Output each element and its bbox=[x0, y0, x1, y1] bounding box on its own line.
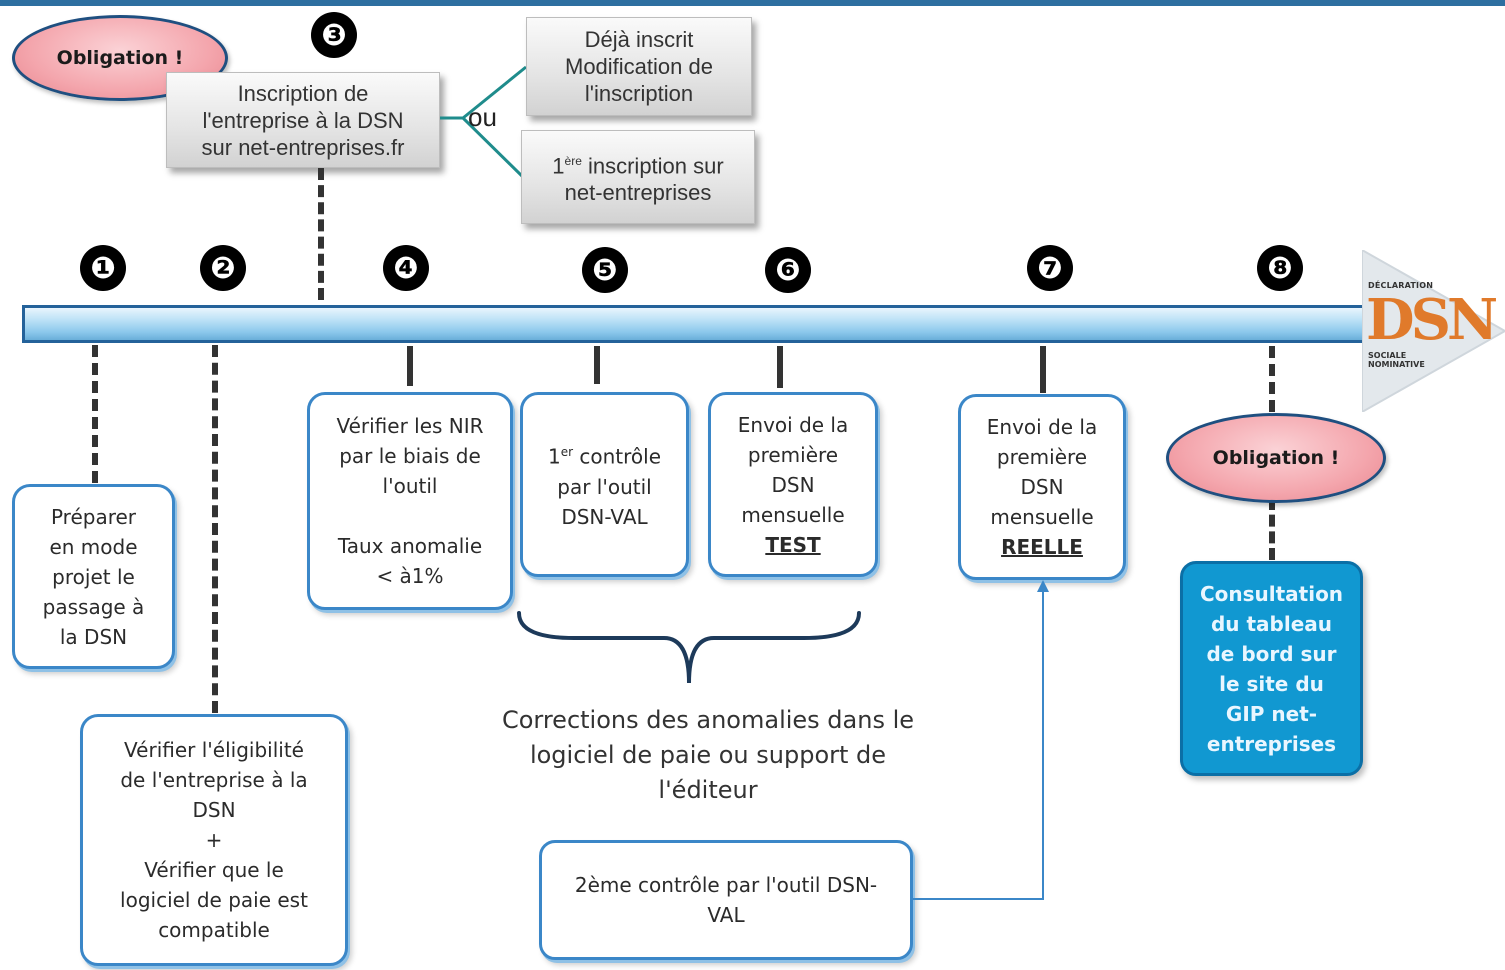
step-8-line: du tableau bbox=[1210, 611, 1333, 636]
step-7-real-label: REELLE bbox=[1001, 535, 1083, 559]
step-3-connector bbox=[318, 168, 324, 300]
second-check-box: 2ème contrôle par l'outil DSN- VAL bbox=[539, 840, 913, 960]
step-2-line: Vérifier que le bbox=[144, 858, 284, 882]
step-1-box: Préparer en mode projet le passage à la … bbox=[12, 484, 175, 669]
step-1-line: passage à bbox=[42, 594, 145, 619]
corrections-line: Corrections des anomalies dans le bbox=[501, 706, 915, 734]
step-4-number: ❹ bbox=[383, 245, 429, 291]
step-6-line: première bbox=[747, 442, 839, 467]
corrections-line: logiciel de paie ou support de bbox=[529, 741, 887, 769]
step-5-number: ❺ bbox=[582, 247, 628, 293]
step-6-test-label: TEST bbox=[765, 532, 821, 557]
corrections-line: l'éditeur bbox=[658, 776, 758, 804]
step-6-connector bbox=[777, 346, 783, 388]
step-8-number: ❽ bbox=[1257, 245, 1303, 291]
step-4-line: Vérifier les NIR bbox=[336, 414, 484, 438]
step-4-box: Vérifier les NIR par le biais de l'outil… bbox=[307, 392, 513, 610]
option-a-line-1: Déjà inscrit bbox=[584, 27, 694, 52]
step-5-line-1: 1er contrôle bbox=[547, 444, 662, 469]
step-1-line: en mode bbox=[49, 534, 138, 559]
step-8-line: GIP net- bbox=[1225, 701, 1318, 726]
step-3-line-1: Inscription de bbox=[237, 80, 369, 106]
or-label: ou bbox=[468, 102, 497, 132]
logo-top-text: DÉCLARATION bbox=[1368, 281, 1434, 290]
step-8-line: Consultation bbox=[1199, 581, 1344, 606]
step-3-line-3: sur net-entreprises.fr bbox=[201, 134, 405, 160]
step-8-line: le site du bbox=[1219, 671, 1324, 696]
step-6-line: mensuelle bbox=[741, 502, 845, 527]
step-5-box: 1er contrôle par l'outil DSN-VAL bbox=[520, 392, 689, 577]
step-8-line: de bord sur bbox=[1206, 641, 1337, 666]
step-1-line: Préparer bbox=[50, 504, 137, 529]
step-6-number: ❻ bbox=[765, 247, 811, 293]
step-1-connector bbox=[92, 345, 98, 483]
step-7-line: mensuelle bbox=[990, 505, 1094, 529]
step-1-line: la DSN bbox=[59, 624, 128, 649]
step-2-connector bbox=[212, 345, 218, 713]
top-border-line bbox=[0, 0, 1505, 6]
step-4-line: par le biais de bbox=[339, 444, 481, 468]
step-8-line: entreprises bbox=[1206, 731, 1337, 756]
step-2-line: compatible bbox=[158, 918, 270, 942]
step-4-line: Taux anomalie bbox=[337, 534, 483, 558]
second-check-line: VAL bbox=[707, 903, 745, 927]
obligation-badge-step-8: Obligation ! bbox=[1166, 413, 1386, 503]
option-a-line-2: Modification de bbox=[565, 54, 713, 79]
step-7-box: Envoi de la première DSN mensuelle REELL… bbox=[958, 394, 1126, 580]
branch-connector bbox=[440, 65, 527, 179]
option-b-line-2: net-entreprises bbox=[564, 180, 712, 206]
step-6-line: DSN bbox=[771, 472, 815, 497]
logo-mark: DSN bbox=[1366, 287, 1498, 353]
second-check-arrow bbox=[912, 580, 1049, 900]
step-3-registration-box: Inscription de l'entreprise à la DSN sur… bbox=[166, 72, 440, 168]
second-check-line: 2ème contrôle par l'outil DSN- bbox=[574, 873, 878, 897]
logo-bottom-2: NOMINATIVE bbox=[1368, 360, 1425, 369]
option-first-registration: 1ère inscription sur net-entreprises bbox=[521, 130, 755, 224]
logo-bottom-1: SOCIALE bbox=[1368, 351, 1407, 360]
step-8-box: Consultation du tableau de bord sur le s… bbox=[1180, 561, 1363, 776]
step-4-connector bbox=[407, 346, 413, 386]
obligation-badge-top: Obligation ! bbox=[12, 15, 228, 101]
step-5-connector bbox=[594, 346, 600, 384]
step-6-box: Envoi de la première DSN mensuelle TEST bbox=[708, 392, 878, 577]
step-1-number: ❶ bbox=[80, 245, 126, 291]
step-3-line-2: l'entreprise à la DSN bbox=[202, 107, 404, 133]
dsn-logo: DÉCLARATION DSN SOCIALE NOMINATIVE bbox=[1362, 250, 1505, 410]
corrections-text: Corrections des anomalies dans le logici… bbox=[488, 703, 928, 808]
step-2-line: logiciel de paie est bbox=[120, 888, 308, 912]
step-2-line: Vérifier l'éligibilité bbox=[124, 738, 304, 762]
option-b-line-1: 1ère inscription sur bbox=[552, 153, 724, 179]
step-4-line: l'outil bbox=[382, 474, 438, 498]
step-5-line: par l'outil bbox=[557, 474, 652, 499]
step-2-box: Vérifier l'éligibilité de l'entreprise à… bbox=[80, 714, 348, 966]
grouping-brace bbox=[517, 611, 861, 684]
step-5-line: DSN-VAL bbox=[561, 504, 648, 529]
obligation-label: Obligation ! bbox=[56, 47, 184, 69]
step-6-line: Envoi de la bbox=[737, 412, 849, 437]
timeline-bar bbox=[22, 305, 1397, 343]
step-2-number: ❷ bbox=[200, 245, 246, 291]
step-7-line: DSN bbox=[1020, 475, 1064, 499]
step-4-line: < à1% bbox=[376, 564, 444, 588]
step-7-line: première bbox=[996, 445, 1088, 469]
step-7-line: Envoi de la bbox=[986, 415, 1098, 439]
step-7-connector bbox=[1040, 346, 1046, 393]
step-8-connector-top bbox=[1269, 346, 1275, 412]
option-already-registered: Déjà inscrit Modification de l'inscripti… bbox=[526, 17, 752, 116]
timeline-arrow-head bbox=[1362, 250, 1505, 412]
step-2-line: + bbox=[205, 828, 223, 852]
step-8-connector-bottom bbox=[1269, 498, 1275, 560]
step-2-line: DSN bbox=[192, 798, 236, 822]
step-7-number: ❼ bbox=[1027, 245, 1073, 291]
obligation-label: Obligation ! bbox=[1212, 447, 1340, 469]
option-a-line-3: l'inscription bbox=[584, 81, 694, 106]
step-2-line: de l'entreprise à la bbox=[120, 768, 308, 792]
step-1-line: projet le bbox=[52, 564, 135, 589]
step-3-number: ❸ bbox=[311, 12, 357, 58]
